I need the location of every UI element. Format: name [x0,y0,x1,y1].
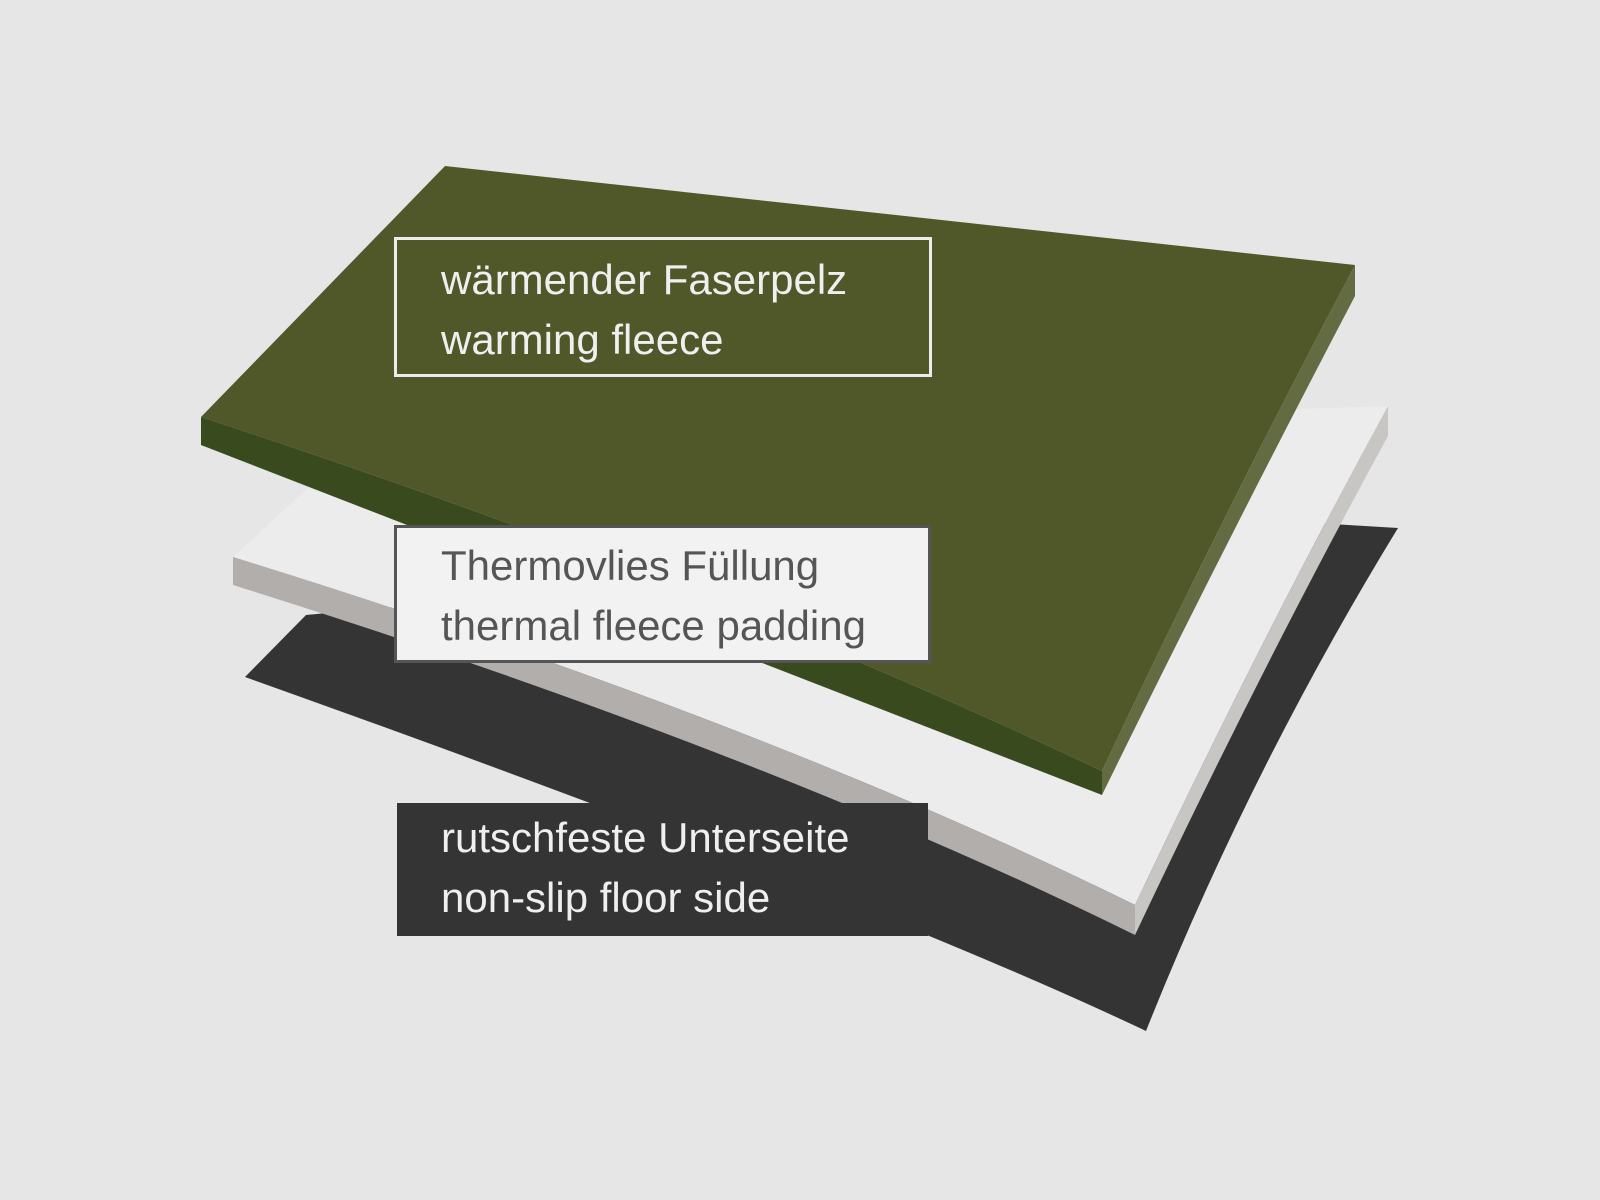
fleece-layer-side-edge [1102,265,1355,795]
fleece-label-box: wärmender Faserpelz warming fleece [394,237,932,377]
padding-label-english: thermal fleece padding [441,602,866,649]
padding-layer-side-edge [1135,406,1388,935]
padding-label-german: Thermovlies Füllung [441,542,820,589]
floor-label-box: rutschfeste Unterseite non-slip floor si… [397,803,928,936]
floor-label-german: rutschfeste Unterseite [441,814,850,861]
fleece-label-german: wärmender Faserpelz [441,256,848,303]
floor-label-english: non-slip floor side [441,874,771,921]
fleece-label-english: warming fleece [441,316,724,363]
fleece-layer-top [201,166,1355,771]
padding-label-box: Thermovlies Füllung thermal fleece paddi… [394,525,931,663]
